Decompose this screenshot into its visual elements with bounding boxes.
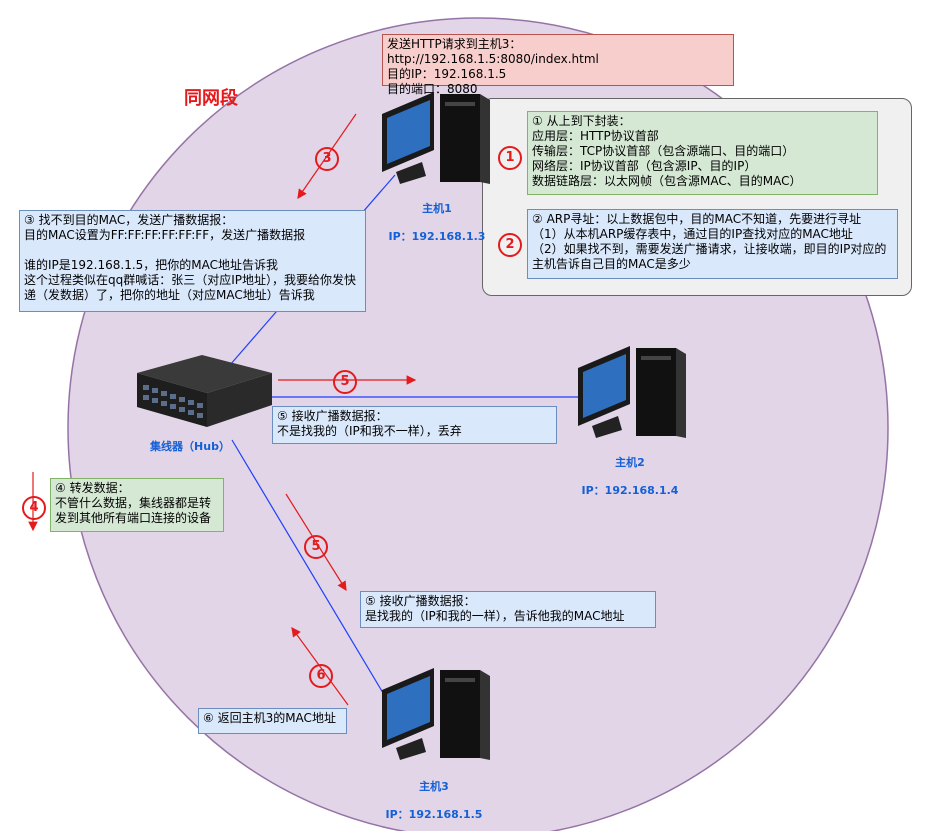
- host2-computer-icon: [578, 346, 686, 438]
- host3-computer-icon: [382, 668, 490, 760]
- hub-forward-box: ④ 转发数据： 不管什么数据，集线器都是转发到其他所有端口连接的设备: [50, 478, 224, 532]
- broadcast-box: ③ 找不到目的MAC，发送广播数据报： 目的MAC设置为FF:FF:FF:FF:…: [19, 210, 366, 312]
- host2-receive-box: ⑤ 接收广播数据报： 不是找我的（IP和我不一样），丢弃: [272, 406, 557, 444]
- hub-label: 集线器（Hub）: [150, 440, 230, 453]
- step-5-host3-marker: 5: [304, 535, 328, 559]
- host3-ip: IP：192.168.1.5: [385, 808, 483, 821]
- host1-ip: IP：192.168.1.3: [388, 230, 486, 243]
- http-request-box: 发送HTTP请求到主机3：http://192.168.1.5:8080/ind…: [382, 34, 734, 96]
- host1-name: 主机1: [422, 202, 452, 215]
- step-5-host2-marker: 5: [333, 370, 357, 394]
- encapsulation-box: ① 从上到下封装： 应用层：HTTP协议首部 传输层：TCP协议首部（包含源端口…: [527, 111, 878, 195]
- host2-ip: IP：192.168.1.4: [581, 484, 679, 497]
- region-label: 同网段: [184, 88, 238, 109]
- host3-receive-box: ⑤ 接收广播数据报： 是找我的（IP和我的一样），告诉他我的MAC地址: [360, 591, 656, 628]
- link-hub-host3: [231, 439, 393, 709]
- step-6-marker: 6: [309, 664, 333, 688]
- host3-name: 主机3: [419, 780, 449, 793]
- step-4-marker: 4: [22, 496, 46, 520]
- arp-lookup-box: ② ARP寻址：以上数据包中，目的MAC不知道，先要进行寻址 （1）从本机ARP…: [527, 209, 898, 279]
- return-mac-box: ⑥ 返回主机3的MAC地址: [198, 708, 347, 734]
- host1-computer-icon: [382, 92, 490, 184]
- hub-device-icon: [137, 355, 272, 427]
- step-3-marker: 3: [315, 147, 339, 171]
- host2-name: 主机2: [615, 456, 645, 469]
- step-1-marker: 1: [498, 146, 522, 170]
- step-2-marker: 2: [498, 233, 522, 257]
